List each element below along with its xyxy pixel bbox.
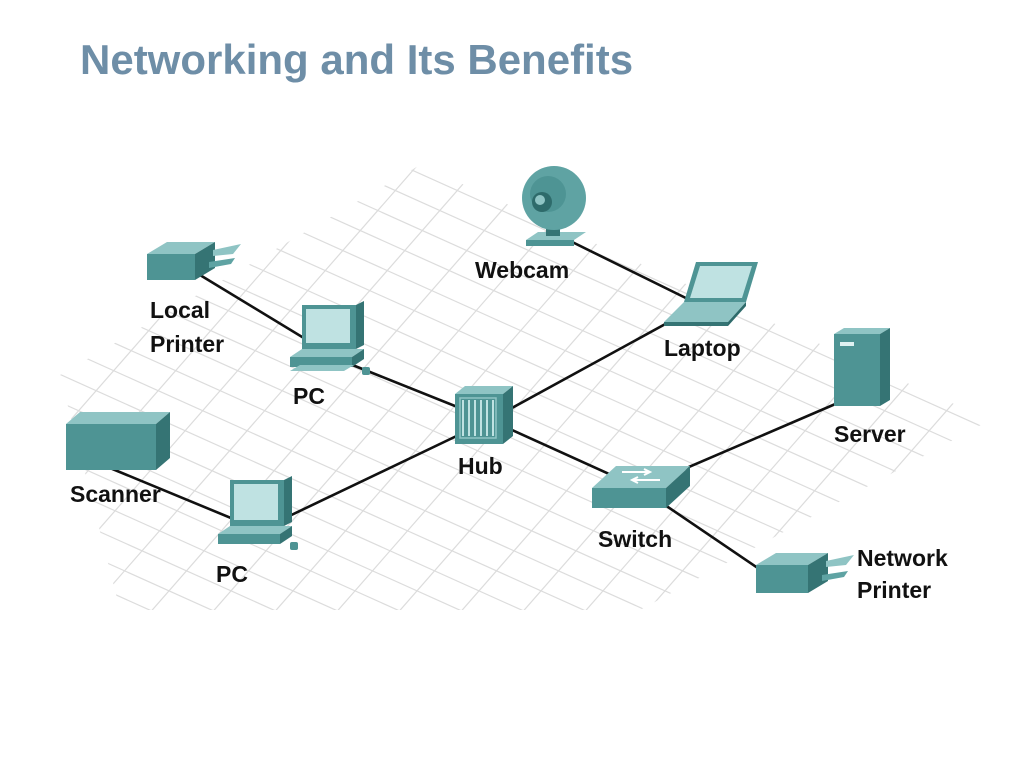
grid-line (605, 165, 990, 610)
grid-line (591, 165, 990, 610)
grid-line (60, 165, 581, 610)
local-printer (147, 242, 241, 280)
grid-line (419, 165, 990, 610)
grid-line (60, 165, 501, 610)
label-local-printer-line2: Printer (150, 331, 224, 357)
grid-line (529, 165, 990, 610)
cable-webcam-laptop (558, 234, 702, 307)
grid-line (60, 165, 191, 610)
grid-line (60, 165, 829, 610)
grid-line (60, 165, 687, 610)
grid-line (60, 165, 129, 610)
grid-line (60, 165, 643, 610)
label-pc-bottom: PC (216, 561, 248, 587)
desktop-pc-icon (290, 301, 370, 375)
desktop-pc-icon (218, 476, 298, 550)
grid-line (60, 165, 271, 610)
server-icon (834, 328, 890, 406)
grid-line (0, 0, 4, 768)
grid-line (60, 165, 439, 610)
label-scanner: Scanner (70, 481, 161, 507)
grid-line (60, 165, 519, 610)
grid-line (60, 165, 990, 610)
grid-line (60, 165, 85, 610)
network-printer (756, 553, 854, 593)
label-network-printer-line2: Printer (857, 577, 931, 603)
grid-line (233, 165, 935, 610)
grid-line (281, 165, 990, 610)
slide-title: Networking and Its Benefits (80, 36, 634, 83)
grid-line (777, 165, 990, 610)
label-switch: Switch (598, 526, 672, 552)
grid-line (60, 165, 990, 610)
grid-line (60, 165, 767, 610)
grid-line (60, 165, 563, 610)
grid-line (963, 165, 990, 610)
hub-icon (455, 386, 513, 444)
grid-line (60, 165, 209, 610)
grid-line (60, 165, 333, 610)
grid-line (60, 165, 749, 610)
server (834, 328, 890, 406)
label-hub: Hub (458, 453, 503, 479)
grid-line (60, 165, 990, 610)
scanner-icon (66, 412, 170, 470)
grid-line (467, 165, 990, 610)
printer-icon (756, 553, 854, 593)
label-webcam: Webcam (475, 257, 569, 283)
grid-line (977, 165, 990, 610)
hub (455, 386, 513, 444)
grid-line (481, 165, 990, 610)
switch (592, 466, 690, 508)
grid-line (60, 165, 253, 610)
pc-top (290, 301, 370, 375)
grid-line (60, 165, 953, 610)
grid-line (0, 0, 22, 720)
grid-line (295, 165, 990, 610)
label-network-printer-line1: Network (857, 545, 948, 571)
grid-line (60, 165, 891, 610)
grid-line (543, 165, 990, 610)
grid-line (60, 165, 990, 610)
label-pc-top: PC (293, 383, 325, 409)
label-server: Server (834, 421, 906, 447)
scanner (66, 412, 170, 470)
grid-line (60, 165, 457, 610)
label-local-printer-line1: Local (150, 297, 210, 323)
grid-line (60, 165, 625, 610)
grid-line (60, 165, 990, 610)
grid-line (60, 165, 990, 610)
webcam (522, 166, 586, 246)
label-laptop: Laptop (664, 335, 741, 361)
pc-bottom (218, 476, 298, 550)
webcam-icon (522, 166, 586, 246)
grid-line (109, 165, 811, 610)
grid-line (901, 165, 990, 610)
grid-line (357, 165, 990, 610)
printer-icon (147, 242, 241, 280)
grid-line (171, 165, 873, 610)
grid-line (60, 165, 395, 610)
grid-line (60, 165, 147, 610)
laptop (664, 262, 758, 326)
grid-line (915, 165, 990, 610)
grid-line (60, 165, 67, 610)
laptop-icon (664, 262, 758, 326)
grid-line (60, 165, 705, 610)
switch-icon (592, 466, 690, 508)
cable-pc_bottom-hub (258, 418, 492, 532)
grid-line (157, 165, 990, 610)
